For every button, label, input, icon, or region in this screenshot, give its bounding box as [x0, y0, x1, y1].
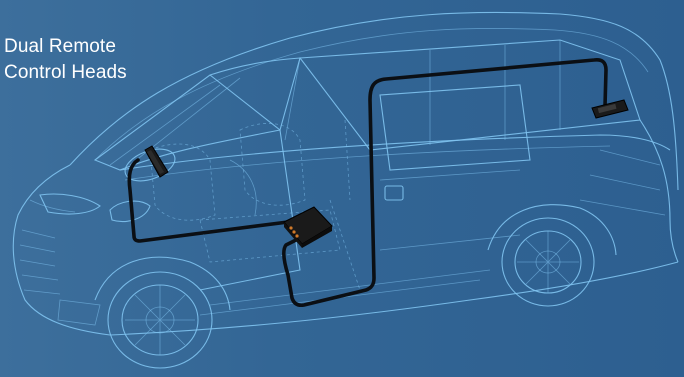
rear-wheel [487, 204, 617, 307]
remote-control-head-rear [591, 99, 629, 119]
van-wireframe [12, 11, 679, 369]
radio-unit [283, 206, 333, 248]
caption-line-2: Control Heads [4, 62, 127, 83]
cable-harness [127, 58, 608, 308]
caption-line-1: Dual Remote [4, 36, 116, 57]
cable-front-head-to-radio [127, 158, 290, 243]
front-wheel [94, 256, 231, 369]
cable-radio-to-rear-head [282, 58, 608, 308]
remote-control-head-front [144, 145, 169, 178]
caption-label: Dual Remote Control Heads [4, 34, 127, 86]
